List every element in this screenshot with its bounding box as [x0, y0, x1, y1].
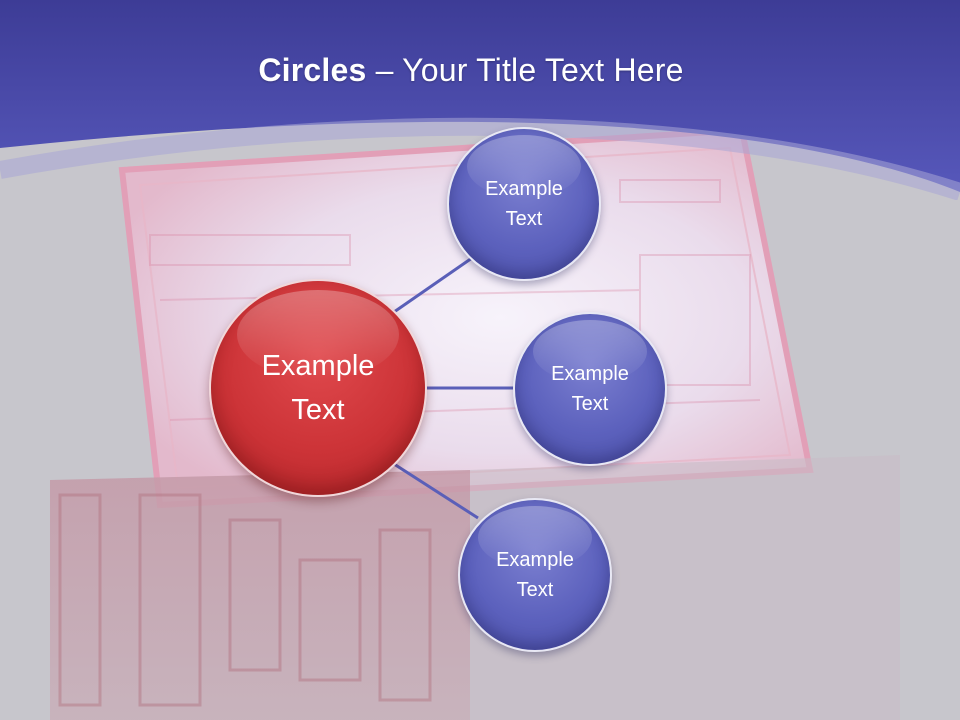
satellite-circle-bottom: Example Text — [458, 498, 612, 652]
satellite-circle-middle: Example Text — [513, 312, 667, 466]
header-band — [0, 0, 960, 200]
satellite-circle-label: Example Text — [551, 363, 629, 415]
satellite-circle-label: Example Text — [496, 549, 574, 601]
center-circle-label: Example Text — [261, 350, 375, 426]
title-rest: – Your Title Text Here — [366, 52, 684, 88]
satellite-circle-top: Example Text — [447, 127, 601, 281]
title-strong: Circles — [258, 52, 367, 88]
center-circle: Example Text — [209, 279, 427, 497]
satellite-circle-label: Example Text — [485, 178, 563, 230]
slide-title: Circles – Your Title Text Here — [0, 52, 942, 89]
